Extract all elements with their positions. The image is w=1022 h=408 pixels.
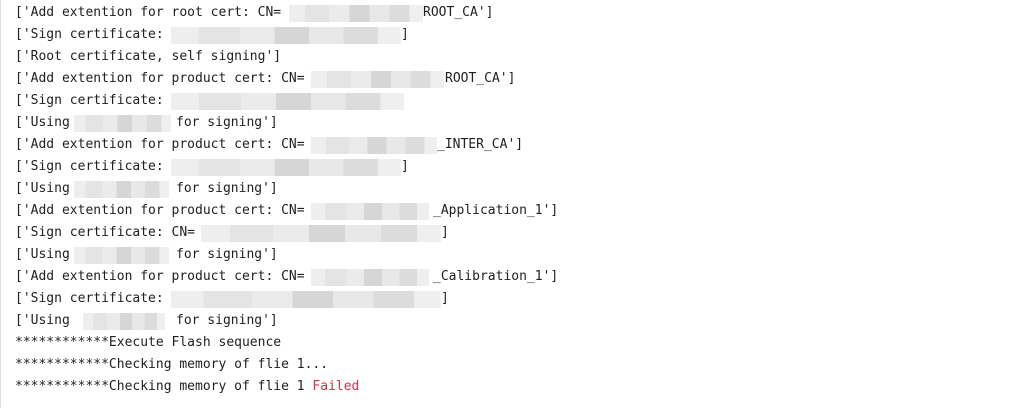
log-line: ['Sign certificate: xyxy=(15,90,404,112)
log-line: ************Execute Flash sequence xyxy=(15,332,281,354)
log-text: ['Root certificate, self signing'] xyxy=(15,49,282,64)
log-line: ['Using for signing'] xyxy=(15,310,278,332)
log-text: ************Execute Flash sequence xyxy=(15,335,282,350)
log-text: for signing'] xyxy=(176,181,278,196)
log-line: ['Add extention for product cert: CN= _IN… xyxy=(15,134,523,156)
log-line: ['Root certificate, self signing'] xyxy=(15,46,281,68)
redacted-block xyxy=(74,247,169,264)
log-line: ['Add extention for root cert: CN= ROOT_C… xyxy=(15,2,493,24)
redacted-block xyxy=(171,93,404,110)
log-line: ['Using for signing'] xyxy=(15,178,278,200)
log-text: ['Sign certificate: xyxy=(15,27,172,42)
log-line: ************Checking memory of flie 1 Fa… xyxy=(15,376,359,398)
log-text: ['Add extention for product cert: CN= xyxy=(15,269,305,284)
log-text: ['Add extention for product cert: CN= xyxy=(15,137,305,152)
log-text: ROOT_CA'] xyxy=(445,71,516,86)
log-line: ['Sign certificate: ] xyxy=(15,288,449,310)
log-text: ] xyxy=(441,225,449,240)
redacted-block xyxy=(201,225,441,242)
log-text: _Application_1'] xyxy=(433,203,559,218)
log-text: ] xyxy=(401,159,409,174)
log-text: ['Sign certificate: xyxy=(15,93,172,108)
redacted-block xyxy=(289,5,423,22)
log-text: ['Add extention for root cert: CN= xyxy=(15,5,282,20)
redacted-block xyxy=(74,115,171,132)
log-text: ['Using xyxy=(15,247,78,262)
redacted-block xyxy=(83,313,165,330)
log-line: ['Add extention for product cert: CN= _Ca… xyxy=(15,266,558,288)
log-line: ['Add extention for product cert: CN= _Ap… xyxy=(15,200,558,222)
log-line: ['Sign certificate: CN=] xyxy=(15,222,449,244)
log-text: ['Sign certificate: CN= xyxy=(15,225,196,240)
log-line: ['Using for signing'] xyxy=(15,244,278,266)
log-line: ['Sign certificate: ] xyxy=(15,156,409,178)
log-text: ['Sign certificate: xyxy=(15,291,172,306)
log-line: ['Using for signing'] xyxy=(15,112,278,134)
log-text: ['Using xyxy=(15,115,78,130)
log-text: ROOT_CA'] xyxy=(423,5,494,20)
log-text: ************Checking memory of flie 1... xyxy=(15,357,329,372)
redacted-block xyxy=(311,137,437,154)
log-line: ************Checking memory of flie 1... xyxy=(15,354,328,376)
redacted-block xyxy=(311,269,429,286)
log-text: ] xyxy=(401,27,409,42)
log-text: _Calibration_1'] xyxy=(433,269,559,284)
log-text: ] xyxy=(441,291,449,306)
log-text: ['Sign certificate: xyxy=(15,159,172,174)
log-text: for signing'] xyxy=(176,247,278,262)
log-text: ['Using xyxy=(15,181,78,196)
log-text: for signing'] xyxy=(176,313,278,328)
redacted-block xyxy=(171,291,441,308)
redacted-block xyxy=(311,203,429,220)
redacted-block xyxy=(171,159,401,176)
log-text: ['Using xyxy=(15,313,78,328)
redacted-block xyxy=(74,181,169,198)
redacted-block xyxy=(171,27,401,44)
log-line: ['Add extention for product cert: CN= ROO… xyxy=(15,68,515,90)
log-text: ['Add extention for product cert: CN= xyxy=(15,203,305,218)
log-text: _INTER_CA'] xyxy=(437,137,524,152)
log-text: ************Checking memory of flie 1 xyxy=(15,379,313,394)
log-text: ['Add extention for product cert: CN= xyxy=(15,71,305,86)
log-text: for signing'] xyxy=(176,115,278,130)
log-line: ['Sign certificate: ] xyxy=(15,24,409,46)
failed-status: Failed xyxy=(312,379,360,394)
redacted-block xyxy=(311,71,444,88)
